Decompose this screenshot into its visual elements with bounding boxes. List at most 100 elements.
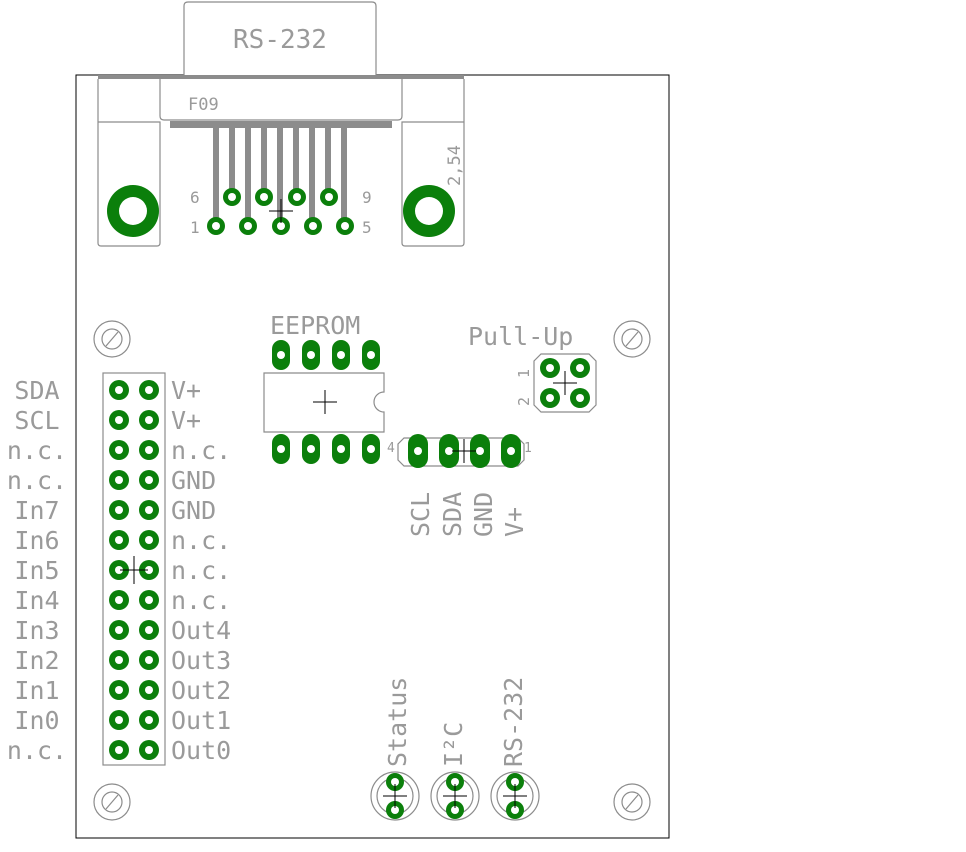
eeprom-pad [272,434,290,464]
header-left-label: n.c. [7,466,67,495]
eeprom-pad [362,434,380,464]
led-rs232-label: RS-232 [499,677,528,767]
header-right-label: Out4 [171,616,231,645]
pullup-pin1-label: 1 [515,369,533,378]
origin-cross [383,784,407,808]
eeprom-pad [302,434,320,464]
led-pad-anode [506,773,524,791]
i2c-pad [470,434,490,468]
header-right-label: Out3 [171,646,231,675]
board-mounting-holes [93,320,651,821]
header-pad-left [109,530,129,550]
main-header [102,372,166,766]
led-pad-cathode [446,801,464,819]
connector-title: RS-232 [233,25,327,55]
header-pad-right [139,470,159,490]
mounting-hole [613,320,651,358]
header-left-label: In1 [14,676,59,705]
connector-mount-right [403,185,455,237]
connector-leg [229,128,235,198]
header-pad-left [109,650,129,670]
header-left-label: In4 [14,586,59,615]
pullup-jumper [533,353,597,413]
header-pad-left [109,740,129,760]
header-pad-left [109,710,129,730]
connector-leg [341,128,347,226]
header-left-label: SDA [14,376,59,405]
sub-d-connector [97,1,465,247]
i2c-header-pads [408,434,521,468]
eeprom-pad [332,340,350,370]
connector-pitch: 2,54 [445,145,465,186]
header-pad-right [139,710,159,730]
eeprom-label: EEPROM [270,311,360,340]
i2c-pin-left-label: 4 [387,441,395,456]
header-right-label: Out2 [171,676,231,705]
led-footprint [370,771,420,821]
pullup-pad [570,358,590,378]
header-right-label: n.c. [171,436,231,465]
header-pad-right [139,590,159,610]
header-pad-right [139,380,159,400]
header-left-label: In0 [14,706,59,735]
connector-leg [277,128,283,226]
pullup-label: Pull-Up [468,322,573,351]
connector-leg [293,128,299,198]
i2c-pad [408,434,428,468]
i2c-pin-right-label: 1 [524,441,532,456]
led-pad-cathode [386,801,404,819]
eeprom-chip [263,372,385,433]
connector-part: F09 [188,95,219,115]
origin-cross [503,784,527,808]
eeprom-pad [362,340,380,370]
header-left-label: In2 [14,646,59,675]
mounting-hole [93,783,131,821]
header-pad-left [109,380,129,400]
header-pad-left [109,500,129,520]
header-pad-right [139,530,159,550]
connector-pad-2 [239,217,257,235]
eeprom-pad [332,434,350,464]
header-pad-right [139,560,159,580]
i2c-pad [439,434,459,468]
main-header-left-labels: SDASCLn.c.n.c.In7In6In5In4In3In2In1In0n.… [7,376,67,765]
connector-pad-1 [207,217,225,235]
pin-label-6: 6 [190,188,200,207]
connector-leg [309,128,315,226]
i2c-signal-vplus: V+ [500,507,529,537]
connector-pad-5 [336,217,354,235]
header-left-label: In3 [14,616,59,645]
header-pad-left [109,410,129,430]
header-pad-left [109,440,129,460]
main-header-pads [109,380,159,760]
led-footprints [370,771,540,821]
origin-cross [120,556,148,584]
led-footprint [430,771,480,821]
header-pad-right [139,500,159,520]
mounting-hole [93,320,131,358]
header-pad-right [139,620,159,640]
header-pad-left [109,590,129,610]
led-status-label: Status [383,677,412,767]
connector-pad-8 [288,188,306,206]
header-right-label: Out0 [171,736,231,765]
header-right-label: n.c. [171,586,231,615]
connector-mount-left [107,185,159,237]
led-pad-cathode [506,801,524,819]
header-pad-left [109,560,129,580]
header-right-label: V+ [171,406,201,435]
connector-pad-4 [304,217,322,235]
pullup-pad [540,358,560,378]
mounting-hole [613,783,651,821]
header-pad-left [109,620,129,640]
pin-label-5: 5 [362,218,372,237]
connector-leg [325,128,331,198]
eeprom-pad [272,340,290,370]
origin-cross [553,371,577,395]
connector-pad-9 [320,188,338,206]
connector-pin-legs [213,128,347,226]
connector-leg [245,128,251,226]
connector-pad-7 [255,188,273,206]
header-left-label: n.c. [7,736,67,765]
main-header-right-labels: V+V+n.c.GNDGNDn.c.n.c.n.c.Out4Out3Out2Ou… [171,376,231,765]
